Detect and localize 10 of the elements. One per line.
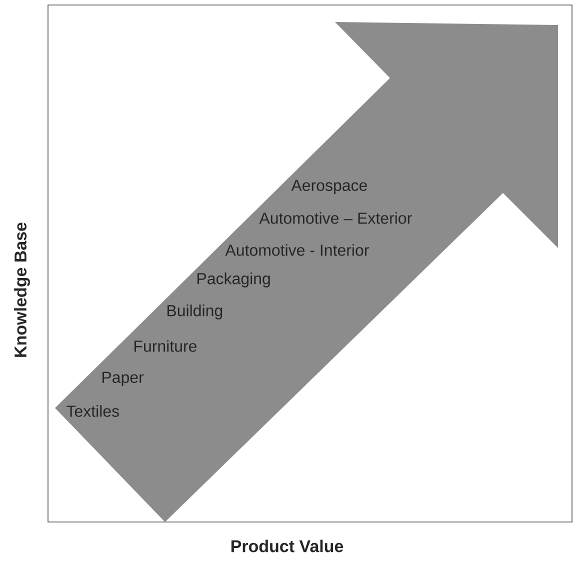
- sector-label: Aerospace: [291, 180, 367, 194]
- sector-label: Textiles: [66, 405, 119, 417]
- sector-label: Automotive - Interior: [225, 244, 369, 256]
- axis-title: Knowledge Base: [14, 222, 30, 357]
- sector-label: Furniture: [134, 340, 196, 352]
- sector-label: Packaging: [198, 272, 270, 288]
- sector-label: Automotive – Exterior: [259, 212, 412, 224]
- sector-label: Building: [168, 304, 222, 320]
- sector-label: Paper: [102, 372, 144, 386]
- axis-title: Product Value: [231, 540, 344, 552]
